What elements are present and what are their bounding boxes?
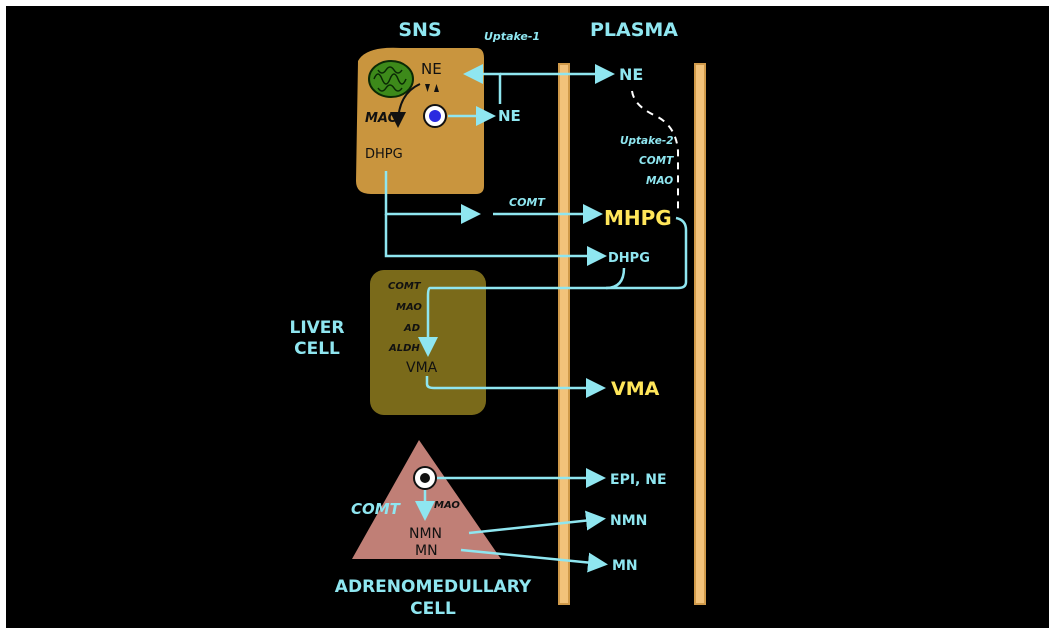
liver-ad-label: AD: [403, 323, 420, 334]
plasma-heading: PLASMA: [590, 19, 678, 41]
mitochondrion-icon: [369, 61, 413, 97]
mhpg-label: MHPG: [604, 206, 672, 230]
uptake1-label: Uptake-1: [484, 30, 540, 43]
adrenal-comt-label: COMT: [351, 500, 402, 518]
plasma-ne-label: NE: [619, 65, 643, 84]
plasma-nmn-label: NMN: [610, 513, 647, 529]
sns-dhpg-label: DHPG: [365, 147, 403, 162]
released-ne-label: NE: [498, 107, 521, 125]
diagram-frame: SNS PLASMA LIVER CELL ADRENOMEDULLARY CE…: [6, 6, 1049, 628]
comt-arrow-label: COMT: [509, 196, 546, 209]
adrenal-mao-label: MAO: [434, 500, 460, 511]
adrenal-mn-label: MN: [415, 543, 438, 559]
sns-heading: SNS: [398, 19, 441, 41]
uptake2-label: Uptake-2: [620, 135, 674, 147]
plasma-mn-label: MN: [612, 558, 638, 574]
adrenal-heading-line1: ADRENOMEDULLARY: [335, 577, 532, 597]
plasma-mao-label: MAO: [646, 175, 673, 187]
uptake2-dashed-line: [632, 91, 678, 214]
storage-vesicle-core: [429, 110, 441, 122]
epi-ne-label: EPI, NE: [610, 472, 667, 488]
liver-vma-label: VMA: [406, 360, 438, 376]
liver-heading-line2: CELL: [294, 339, 340, 359]
sns-ne-label: NE: [421, 60, 442, 78]
plasma-vma-label: VMA: [611, 378, 660, 400]
liver-heading-line1: LIVER: [289, 318, 344, 338]
adrenal-nmn-label: NMN: [409, 526, 442, 542]
plasma-membrane-right: [695, 64, 705, 604]
plasma-comt-label: COMT: [639, 155, 674, 167]
liver-comt-label: COMT: [388, 281, 422, 292]
chromaffin-granule-core: [420, 473, 430, 483]
adrenal-heading-line2: CELL: [410, 599, 456, 619]
sns-mao-label: MAO: [365, 111, 399, 126]
dhpg-to-liver-line: [606, 268, 624, 288]
liver-mao-label: MAO: [396, 302, 422, 313]
catecholamine-metabolism-diagram: SNS PLASMA LIVER CELL ADRENOMEDULLARY CE…: [6, 6, 1049, 628]
liver-aldh-label: ALDH: [388, 343, 420, 354]
plasma-dhpg-label: DHPG: [608, 251, 650, 266]
nmn-release-arrow: [469, 519, 601, 533]
